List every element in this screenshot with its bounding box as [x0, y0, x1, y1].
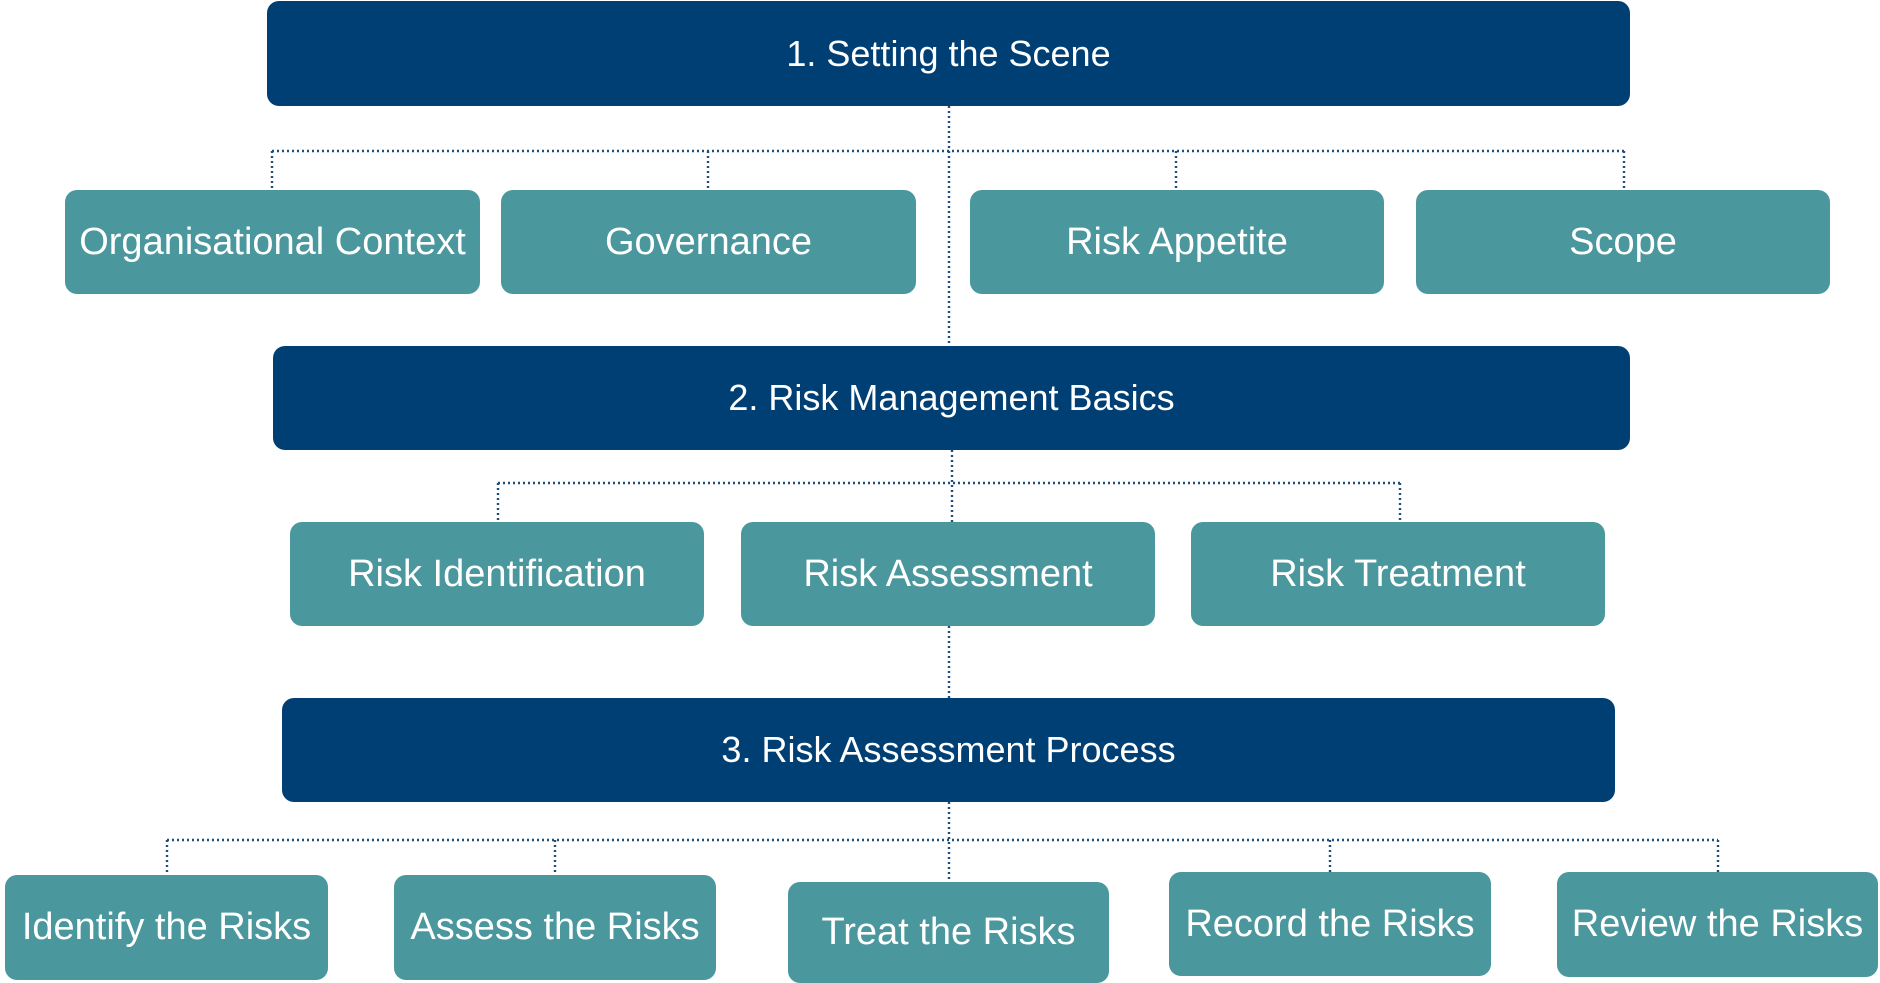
box-risk-assessment: Risk Assessment [741, 522, 1155, 626]
box-governance: Governance [501, 190, 916, 294]
box-risk-appetite: Risk Appetite [970, 190, 1384, 294]
box-scope: Scope [1416, 190, 1830, 294]
box-risk-identification: Risk Identification [290, 522, 704, 626]
box-organisational-context: Organisational Context [65, 190, 480, 294]
box-assess-the-risks: Assess the Risks [394, 875, 716, 980]
box-identify-the-risks: Identify the Risks [5, 875, 328, 980]
box-record-the-risks: Record the Risks [1169, 872, 1491, 976]
section-heading-risk-management-basics: 2. Risk Management Basics [273, 346, 1630, 450]
box-risk-treatment: Risk Treatment [1191, 522, 1605, 626]
section-heading-risk-assessment-process: 3. Risk Assessment Process [282, 698, 1615, 802]
box-treat-the-risks: Treat the Risks [788, 882, 1109, 983]
section-heading-setting-the-scene: 1. Setting the Scene [267, 1, 1630, 106]
box-review-the-risks: Review the Risks [1557, 872, 1878, 977]
